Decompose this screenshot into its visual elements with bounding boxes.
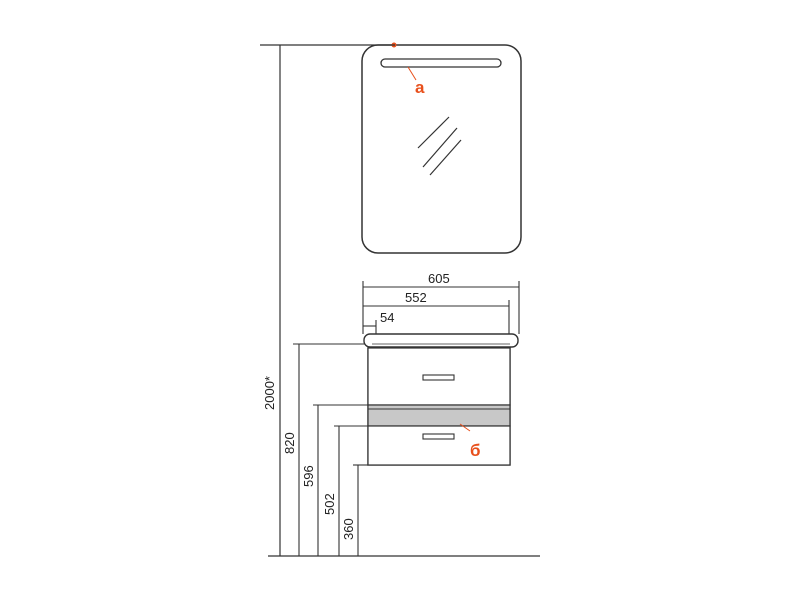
mirror-reflection-line <box>422 127 458 168</box>
mirror-light-strip <box>380 58 502 68</box>
lower-drawer-handle <box>422 433 455 440</box>
dim-552-label: 552 <box>405 290 427 305</box>
mirror-reflection-line <box>417 116 450 149</box>
dim-596-label: 596 <box>301 465 316 487</box>
width-dimensions: 605 552 54 <box>362 271 520 334</box>
lower-drawer <box>367 425 511 466</box>
floor-and-height: 2000* <box>260 44 540 557</box>
height-dimensions: 820 596 502 360 <box>282 343 368 556</box>
middle-panel <box>367 404 511 427</box>
total-height-label: 2000* <box>262 376 277 410</box>
mirror: а <box>361 42 522 254</box>
dim-54-label: 54 <box>380 310 394 325</box>
dim-502-label: 502 <box>322 493 337 515</box>
marker-a-label: а <box>415 78 425 97</box>
marker-a-leader <box>407 66 417 81</box>
mirror-reflection-line <box>429 139 462 176</box>
marker-b-label: б <box>470 441 481 460</box>
marker-b-leader <box>459 423 471 432</box>
dim-360-label: 360 <box>341 518 356 540</box>
mirror-frame <box>361 44 522 254</box>
dim-605-label: 605 <box>428 271 450 286</box>
dim-820-label: 820 <box>282 432 297 454</box>
basin-top <box>363 333 519 348</box>
vanity-unit: б <box>363 333 519 466</box>
upper-drawer-handle <box>422 374 455 381</box>
